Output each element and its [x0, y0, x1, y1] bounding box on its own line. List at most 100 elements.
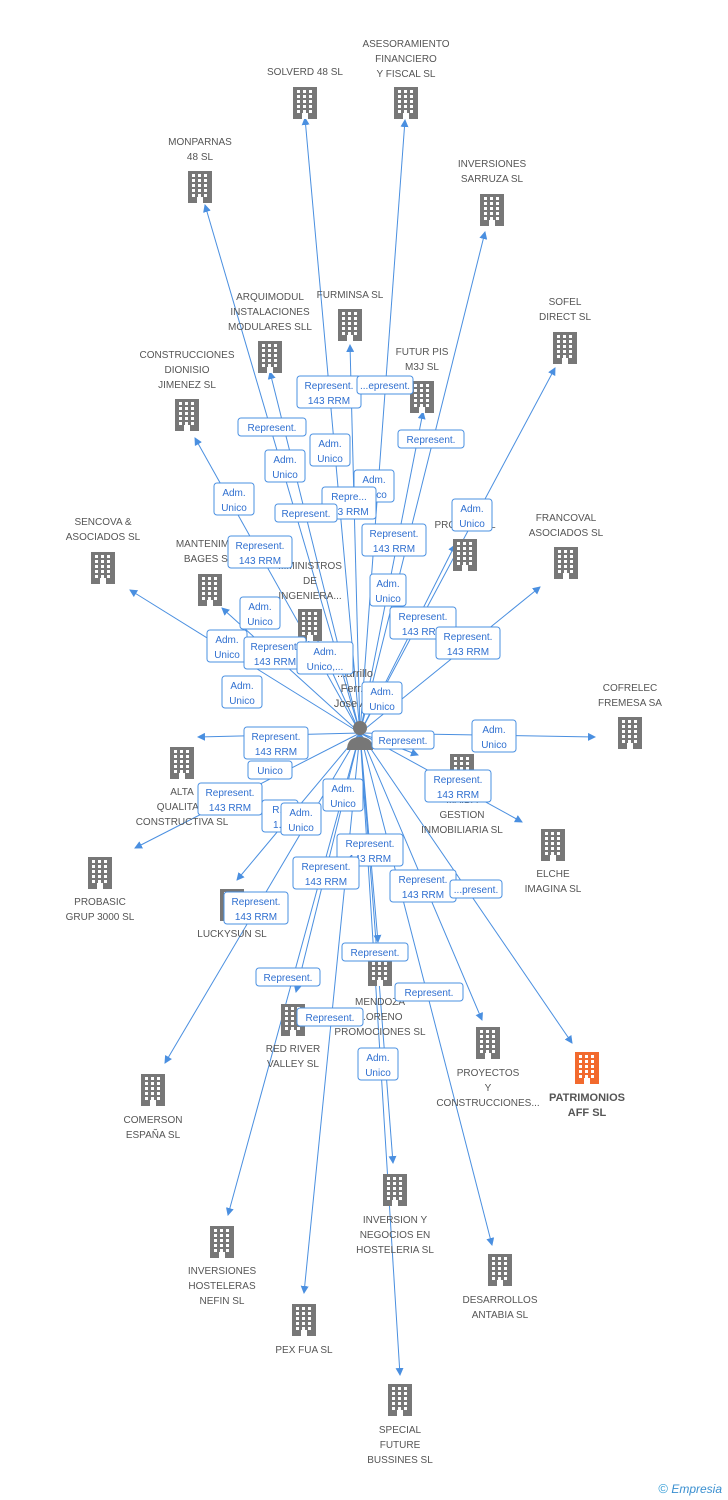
company-node-suministros[interactable]: ...MINISTROSDEINGENIERA...: [278, 561, 342, 641]
building-icon: [188, 171, 212, 203]
relation-text: Repre...: [331, 492, 367, 503]
relation-label[interactable]: Adm.Unico: [309, 433, 351, 467]
relation-label[interactable]: Represent.143 RRM: [227, 535, 293, 569]
relation-label[interactable]: Represent.: [296, 1007, 364, 1027]
relation-label[interactable]: Represent.: [274, 503, 338, 523]
relation-label[interactable]: Represent.: [371, 730, 435, 750]
relation-label[interactable]: ...present.: [449, 879, 503, 899]
relation-text: Represent.: [206, 788, 255, 799]
relation-text: 143 RRM: [437, 790, 479, 801]
relation-label[interactable]: Adm.Unico: [369, 573, 407, 607]
relation-label[interactable]: Represent.: [341, 942, 409, 962]
relation-label[interactable]: Represent.: [255, 967, 321, 987]
relation-label[interactable]: Adm.Unico: [322, 778, 364, 812]
relation-label[interactable]: Adm.Unico: [471, 719, 517, 753]
building-icon: [394, 87, 418, 119]
relation-label[interactable]: Represent.143 RRM: [389, 869, 457, 903]
relation-label[interactable]: Represent.: [397, 429, 465, 449]
relation-label[interactable]: Represent.: [394, 982, 464, 1002]
relation-text: 143 RRM: [255, 747, 297, 758]
company-node-bages[interactable]: MANTENIME...BAGES S...: [176, 539, 244, 606]
relation-label[interactable]: Represent.143 RRM: [197, 782, 263, 816]
relation-label[interactable]: Represent.: [237, 417, 307, 437]
relation-label[interactable]: Represent.143 RRM: [292, 856, 360, 890]
building-icon: [338, 309, 362, 341]
company-name-line: CONSTRUCTIVA SL: [136, 817, 229, 828]
relation-text: 143 RRM: [402, 890, 444, 901]
relation-label[interactable]: Adm.Unico,...: [296, 641, 354, 675]
company-name-line: IMAGINA SL: [525, 884, 582, 895]
company-node-monparnas[interactable]: MONPARNAS 48 SL: [168, 137, 232, 203]
relation-label[interactable]: Adm.Unico: [280, 802, 322, 836]
relation-label[interactable]: Represent.143 RRM: [361, 523, 427, 557]
company-name-line: PEX FUA SL: [275, 1345, 333, 1356]
relation-text: Unico: [221, 503, 247, 514]
relation-text: Represent.: [306, 1013, 355, 1024]
relation-text: 143 RRM: [402, 627, 444, 638]
company-node-proyectos[interactable]: PROYECTOSYCONSTRUCCIONES...: [436, 1027, 540, 1109]
building-icon: [91, 552, 115, 584]
relation-label[interactable]: Adm.Unico: [451, 498, 493, 532]
relation-label[interactable]: Adm.Unico: [357, 1047, 399, 1081]
relation-label[interactable]: Adm.Unico: [213, 482, 255, 516]
company-node-pexfua[interactable]: PEX FUA SL: [275, 1304, 333, 1356]
person-icon: [347, 721, 373, 750]
building-icon: [488, 1254, 512, 1286]
relation-label[interactable]: Adm. Unico: [239, 596, 281, 630]
relation-label[interactable]: Represent.143 RRM: [243, 726, 309, 760]
relation-text: Adm.: [366, 1053, 389, 1064]
company-name-line: SENCOVA &: [74, 517, 131, 528]
company-name-line: Y: [485, 1083, 492, 1094]
relation-label[interactable]: Unico: [247, 760, 293, 780]
relation-label[interactable]: Adm.Unico: [361, 681, 403, 715]
company-name-line: INMOBILIARIA SL: [421, 825, 503, 836]
relation-label[interactable]: Adm.Unico: [221, 675, 263, 709]
relation-label[interactable]: ...epresent.: [356, 375, 414, 395]
company-node-sencova[interactable]: SENCOVA & ASOCIADOS SL: [66, 517, 141, 584]
company-name-line: MONPARNAS: [168, 137, 232, 148]
company-name-line: PATRIMONIOS: [549, 1092, 625, 1104]
company-name-line: FUTURE: [380, 1440, 421, 1451]
company-name-line: ASOCIADOS SL: [66, 532, 141, 543]
edge-solverd: [301, 117, 361, 734]
relation-label[interactable]: Adm.Unico: [264, 449, 306, 483]
building-icon: [170, 747, 194, 779]
company-name-line: GESTION: [439, 810, 484, 821]
relation-label[interactable]: Represent.143 RRM: [435, 626, 501, 660]
relation-label[interactable]: Adm.Unico: [206, 629, 248, 663]
relation-label[interactable]: Represent.143 RRM: [424, 769, 492, 803]
company-node-furminsa[interactable]: FURMINSA SL: [317, 290, 384, 341]
relation-text: Represent.: [405, 988, 454, 999]
relation-text: Unico: [369, 702, 395, 713]
relation-text: Represent.: [232, 897, 281, 908]
building-icon: [554, 547, 578, 579]
relation-text: Represent.: [379, 736, 428, 747]
footer-brand[interactable]: © Empresia: [658, 1481, 722, 1496]
relation-text: Adm.: [331, 784, 354, 795]
relation-text: Unico: [247, 617, 273, 628]
relation-label[interactable]: Represent.143 RRM: [223, 891, 289, 925]
company-node-solverd[interactable]: SOLVERD 48 SL: [267, 67, 343, 119]
relation-text: 143 RRM: [349, 854, 391, 865]
relation-text: Adm.: [248, 602, 271, 613]
relation-label[interactable]: Represent.143 RRM: [296, 375, 362, 409]
company-name-line: 48 SL: [187, 152, 214, 163]
